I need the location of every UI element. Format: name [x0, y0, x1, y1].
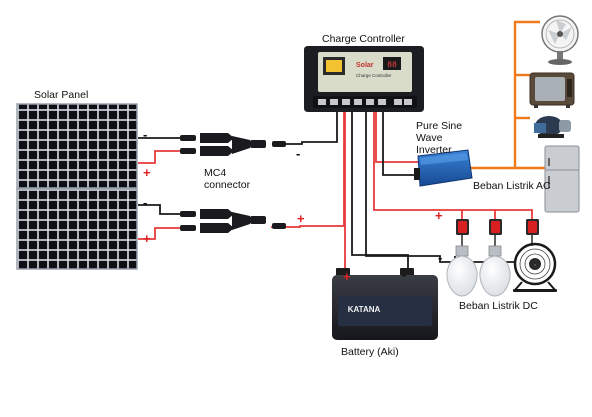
panel1-minus-sign: -	[143, 127, 148, 142]
controller-brand-text: Solar	[356, 62, 374, 69]
rocker-switch-icon	[456, 219, 539, 235]
load-ac-label: Beban Listrik AC	[473, 180, 551, 192]
battery-plus-sign: +	[343, 269, 351, 284]
ac-wiring	[470, 20, 545, 170]
panel1-plus-sign: +	[143, 165, 151, 180]
mc4-label-line2: connector	[204, 179, 251, 191]
inverter-icon	[414, 149, 473, 187]
desk-fan-icon	[541, 15, 579, 65]
controller-sub-text: Charge Controller	[356, 73, 392, 78]
inverter-label-line2: Wave	[416, 132, 443, 144]
solar-panel-icon	[16, 103, 138, 270]
load-dc-label: Beban Listrik DC	[459, 300, 538, 312]
positive-wiring	[138, 110, 533, 270]
battery-label: Battery (Aki)	[341, 346, 399, 358]
mc4-top-minus-sign: -	[296, 146, 301, 161]
battery-minus-sign: -	[402, 267, 407, 282]
dc-load-plus-sign: +	[435, 208, 443, 223]
inverter-label-line1: Pure Sine	[416, 120, 463, 132]
dc-fan-icon: •	[513, 242, 557, 292]
battery-icon	[332, 268, 438, 340]
dc-load-minus-sign: -	[438, 250, 443, 265]
charge-controller-icon: 88	[304, 46, 424, 112]
water-pump-icon	[534, 116, 571, 138]
charge-controller-label: Charge Controller	[322, 33, 405, 45]
svg-text:88: 88	[387, 61, 397, 70]
battery-brand-text: KATANA	[348, 305, 381, 314]
refrigerator-icon	[544, 145, 580, 213]
panel2-minus-sign: -	[143, 195, 148, 210]
mc4-connector-icon	[180, 133, 286, 233]
light-bulb-icon	[446, 245, 511, 297]
svg-text:•: •	[534, 263, 536, 267]
solar-panel-label: Solar Panel	[34, 89, 89, 101]
inverter-label-line3: Inverter	[416, 144, 452, 156]
mc4-bottom-plus-sign: +	[297, 211, 305, 226]
panel2-plus-sign: +	[143, 231, 151, 246]
mc4-label-line1: MC4	[204, 167, 227, 179]
television-icon	[529, 72, 575, 108]
